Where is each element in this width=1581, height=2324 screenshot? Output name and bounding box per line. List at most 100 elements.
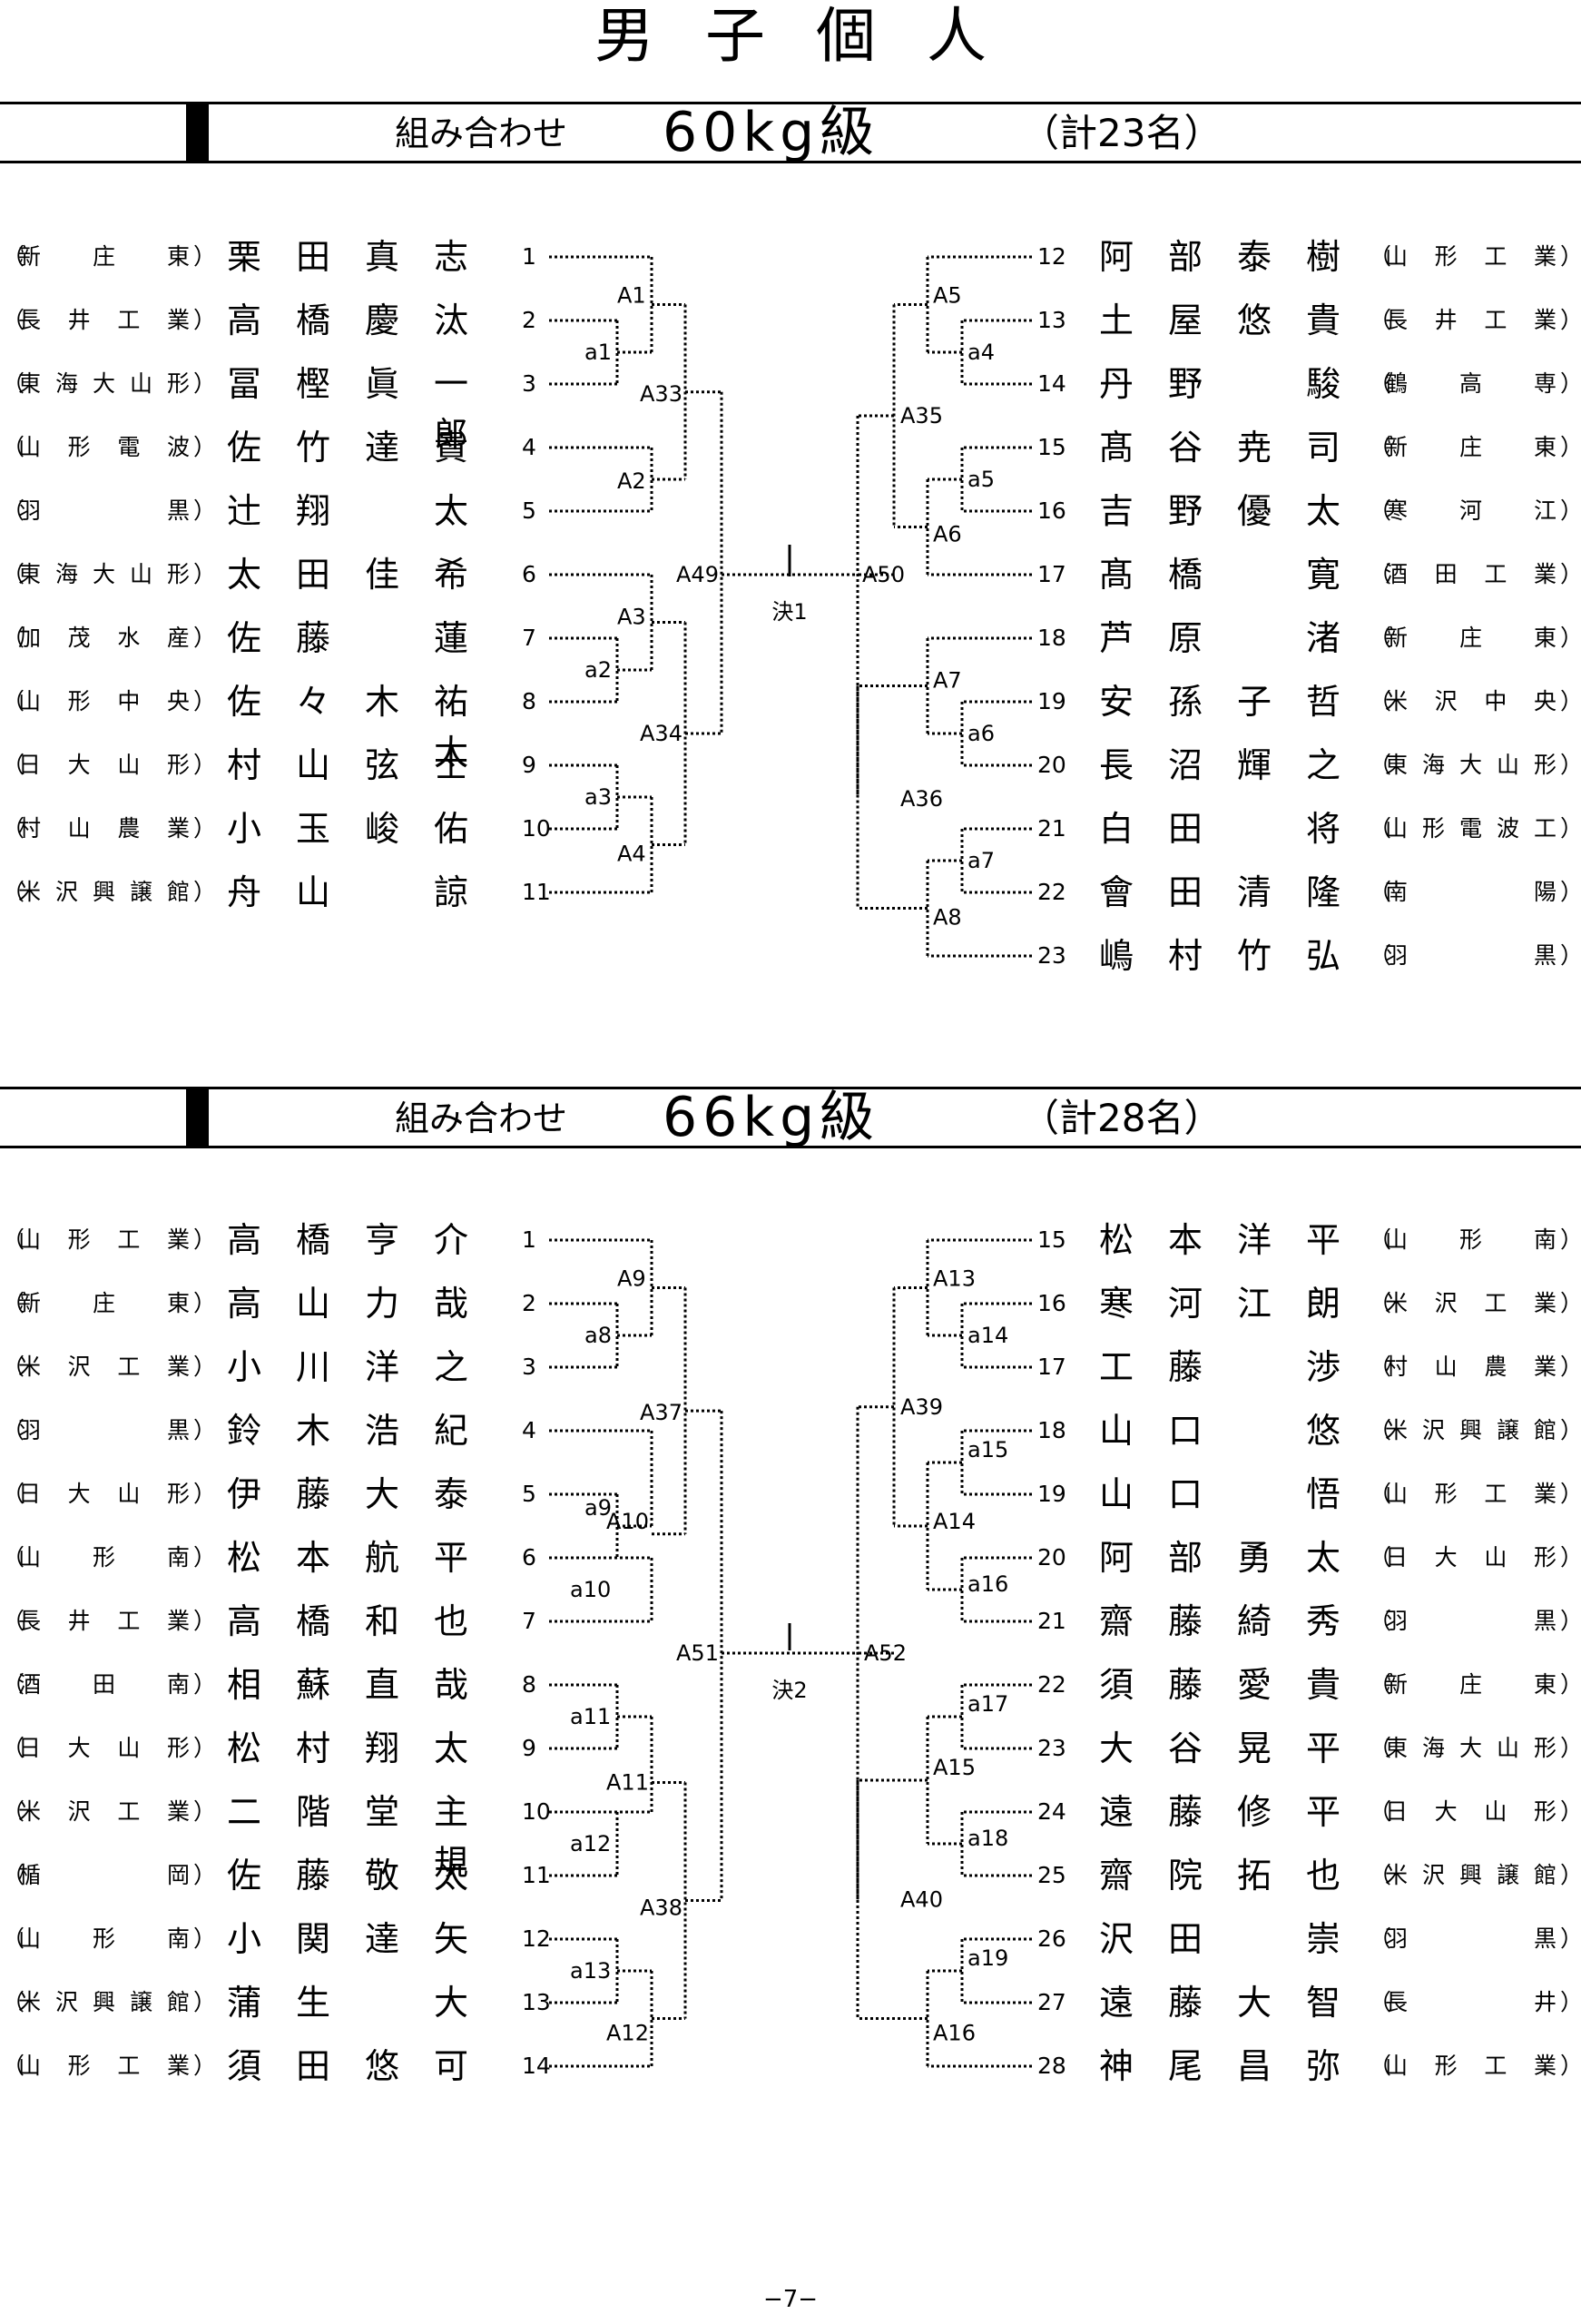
player-name: 神尾昌弥: [1098, 2046, 1340, 2086]
school-name: （米沢興譲館）: [2, 878, 216, 907]
school-text: 羽黒: [18, 497, 190, 524]
player-name: 沢田崇: [1098, 1919, 1340, 1959]
match-label: a12: [570, 1831, 611, 1856]
seed-number: 4: [522, 434, 536, 460]
player-name: 佐藤蓮: [226, 618, 468, 658]
player-name: 須藤愛貴: [1098, 1665, 1340, 1705]
match-label: a18: [967, 1826, 1008, 1851]
school-text: 日大山形: [18, 752, 190, 778]
player-name: 齋藤綺秀: [1098, 1601, 1340, 1641]
entrant-count: （計28名）: [1021, 1096, 1223, 1140]
player-name: 伊藤大泰: [226, 1474, 468, 1514]
match-label: A15: [933, 1755, 976, 1780]
seed-number: 21: [1037, 815, 1066, 842]
header-rule: [0, 102, 1581, 104]
match-label: a11: [570, 1704, 611, 1729]
player-name: 山口悟: [1098, 1474, 1340, 1514]
match-label: a6: [967, 721, 995, 746]
match-label: A35: [900, 403, 943, 428]
seed-number: 1: [522, 243, 536, 270]
seed-number: 20: [1037, 1544, 1066, 1571]
school-name: （米沢工業）: [2, 1797, 216, 1827]
seed-number: 20: [1037, 752, 1066, 778]
player-name: 蒲生大: [226, 1983, 468, 2023]
match-label: a10: [570, 1577, 611, 1602]
player-name: 舟山諒: [226, 872, 468, 912]
school-text: 新庄東: [1385, 1671, 1556, 1698]
match-label: A2: [617, 468, 646, 494]
seed-number: 12: [1037, 243, 1066, 270]
school-text: 東海大山形: [18, 561, 190, 587]
seed-number: 23: [1037, 1735, 1066, 1761]
player-name: 大谷晃平: [1098, 1728, 1340, 1768]
school-text: 山形工業: [1385, 243, 1556, 270]
player-name: 高橋慶汰: [226, 300, 468, 340]
match-label: 決2: [771, 1678, 807, 1703]
seed-number: 5: [522, 1481, 536, 1507]
player-name: 丹野駿: [1098, 364, 1340, 404]
school-name: （米沢興譲館）: [2, 1988, 216, 2017]
seed-number: 4: [522, 1417, 536, 1443]
seed-number: 6: [522, 1544, 536, 1571]
match-label: A6: [933, 522, 962, 547]
seed-number: 10: [522, 1798, 551, 1825]
seed-number: 14: [522, 2053, 551, 2079]
entrant-count: （計23名）: [1021, 111, 1223, 155]
school-text: 東海大山形: [1385, 1735, 1556, 1761]
school-text: 山形南: [1385, 1226, 1556, 1253]
school-text: 山形南: [18, 1925, 190, 1952]
seed-number: 21: [1037, 1608, 1066, 1634]
school-text: 新庄東: [18, 1290, 190, 1316]
school-text: 山形電波工: [1385, 815, 1556, 842]
school-text: 山形南: [18, 1544, 190, 1571]
match-label: a7: [967, 848, 995, 873]
seed-number: 10: [522, 815, 551, 842]
header-bar: [186, 1087, 209, 1148]
match-label: A40: [900, 1886, 943, 1912]
school-text: 東海大山形: [1385, 752, 1556, 778]
header-rule: [0, 1146, 1581, 1148]
school-text: 羽黒: [1385, 942, 1556, 969]
school-name: （新庄東）: [1369, 1670, 1581, 1699]
section-header-66kg: 組み合わせ 66kg級 （計28名）: [0, 1087, 1581, 1148]
match-label: a9: [584, 1495, 612, 1521]
player-name: 鈴木浩紀: [226, 1411, 468, 1451]
match-label: a19: [967, 1945, 1008, 1971]
school-text: 山形工業: [18, 1226, 190, 1253]
seed-number: 25: [1037, 1862, 1066, 1888]
player-name: 遠藤修平: [1098, 1792, 1340, 1832]
player-name: 阿部勇太: [1098, 1538, 1340, 1578]
match-label: A13: [933, 1266, 976, 1292]
player-name: 小川洋之: [226, 1347, 468, 1387]
match-label: A1: [617, 283, 646, 309]
seed-number: 15: [1037, 434, 1066, 460]
match-label: A8: [933, 905, 962, 931]
player-name: 村山弦士: [226, 745, 468, 785]
player-name: 小関達矢: [226, 1919, 468, 1959]
school-text: 山形電波: [18, 434, 190, 460]
seed-number: 6: [522, 561, 536, 587]
school-text: 日大山形: [1385, 1798, 1556, 1825]
school-name: （米沢興譲館）: [1369, 1861, 1581, 1890]
match-label: A34: [640, 721, 682, 746]
player-name: 土屋悠貴: [1098, 300, 1340, 340]
player-name: 芦原渚: [1098, 618, 1340, 658]
player-name: 佐竹達貴: [226, 428, 468, 468]
section-label: 組み合わせ: [395, 1098, 568, 1138]
match-label: A16: [933, 2021, 976, 2046]
player-name: 白田将: [1098, 809, 1340, 849]
seed-number: 17: [1037, 1354, 1066, 1380]
seed-number: 7: [522, 1608, 536, 1634]
player-name: 髙橋寛: [1098, 555, 1340, 595]
seed-number: 1: [522, 1226, 536, 1253]
